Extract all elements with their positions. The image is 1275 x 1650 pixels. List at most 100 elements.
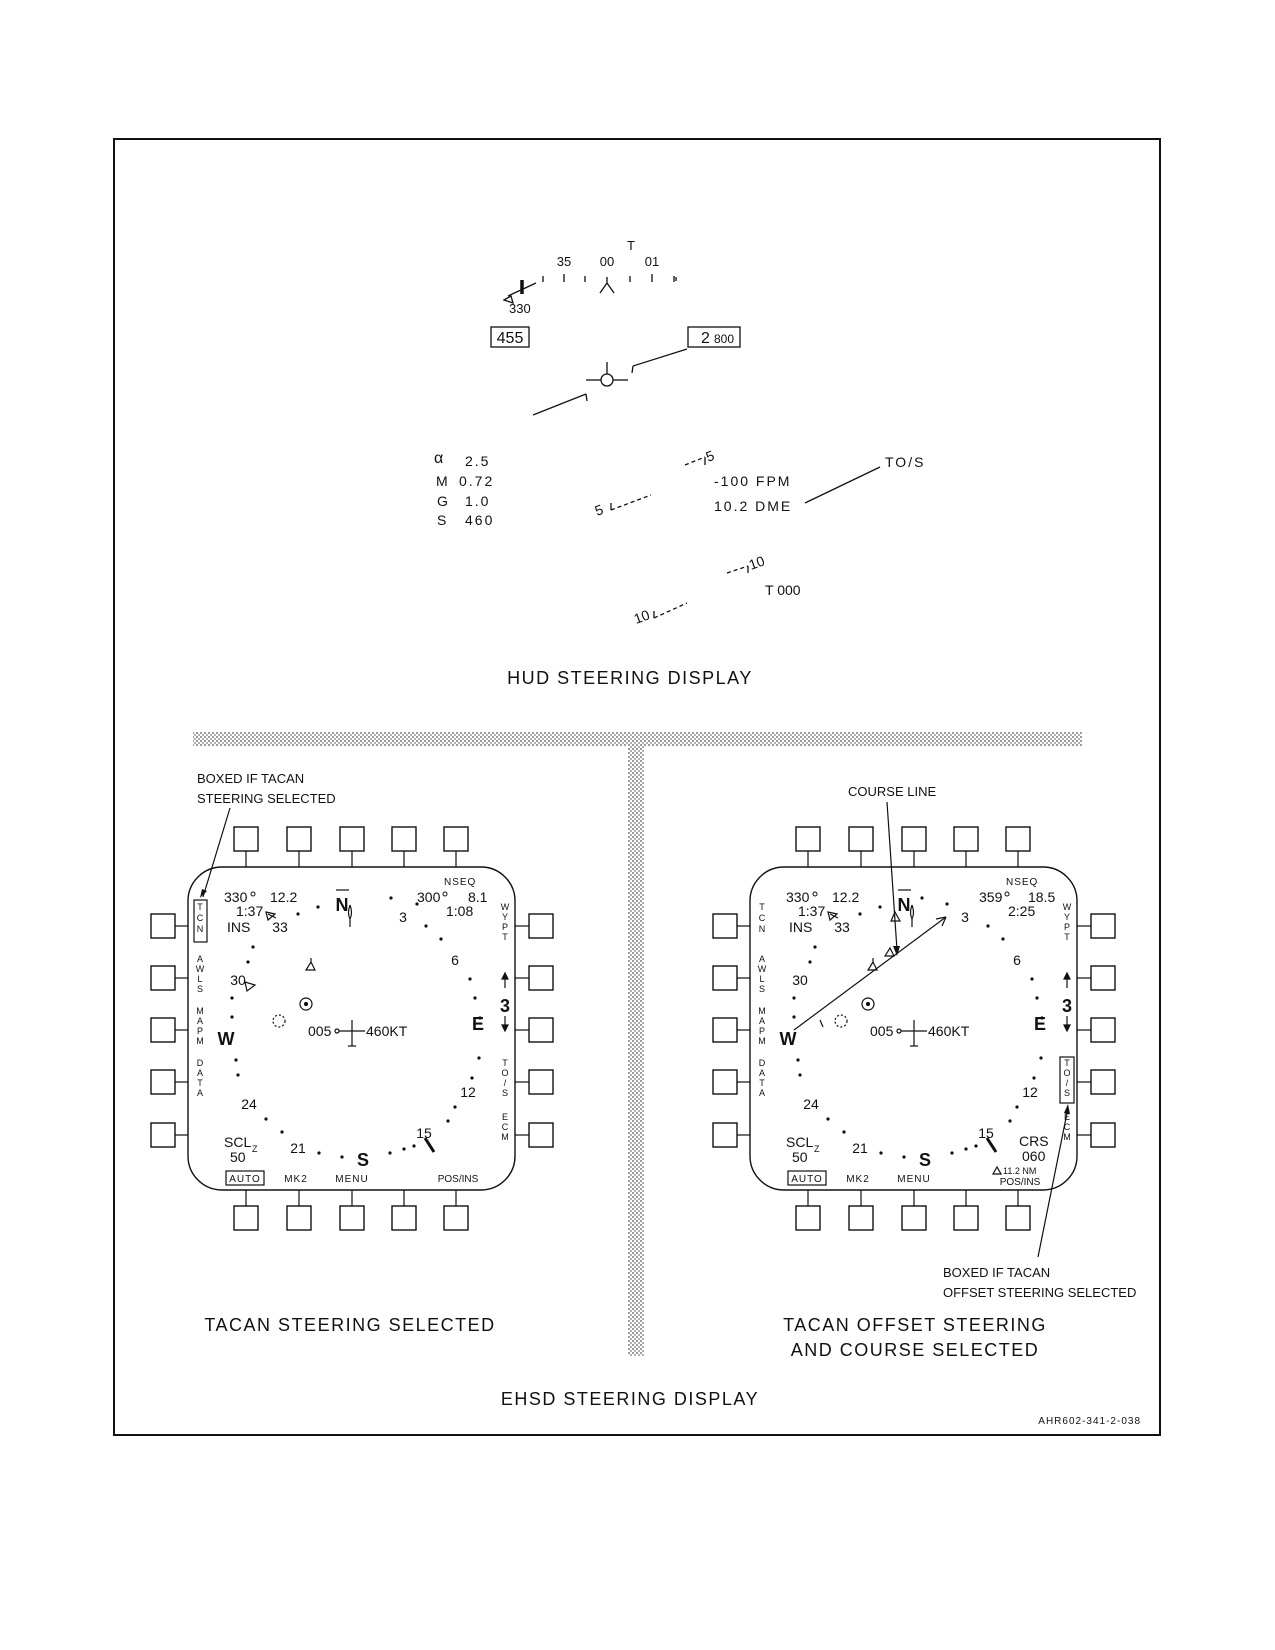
bottom-label-pos-ins[interactable]: POS/INS (438, 1174, 479, 1185)
tgt-source: INS (227, 919, 250, 935)
osb-bottom-1[interactable] (795, 1205, 821, 1231)
osb-bottom-3[interactable] (901, 1205, 927, 1231)
compass-s: S (357, 1150, 369, 1170)
crs-label: CRS (1019, 1133, 1049, 1149)
compass-21: 21 (290, 1140, 306, 1156)
osb-right-5[interactable] (528, 1122, 554, 1148)
center-speed: 460KT (366, 1023, 408, 1039)
velocity-vector-icon (586, 362, 628, 387)
markpoint-icon (272, 1014, 286, 1028)
osb-top-4[interactable] (953, 826, 979, 852)
tos-box (1059, 1056, 1075, 1104)
osb-left-5[interactable] (150, 1122, 176, 1148)
aircraft-triangle-icon (304, 958, 316, 971)
center-heading: 005 (308, 1023, 332, 1039)
separator-vertical (628, 746, 644, 1356)
osb-left-3[interactable] (150, 1017, 176, 1043)
osb-left-3[interactable] (712, 1017, 738, 1043)
osb-right-1[interactable] (528, 913, 554, 939)
osb-top-5[interactable] (443, 826, 469, 852)
osb-right-4[interactable] (528, 1069, 554, 1095)
bottom-label-menu[interactable]: MENU (335, 1174, 368, 1185)
compass-e: E (472, 1014, 484, 1034)
hud-alpha-label: α (434, 450, 443, 467)
osb-right-4[interactable] (1090, 1069, 1116, 1095)
bottom-label-mk2[interactable]: MK2 (284, 1174, 308, 1185)
osb-bottom-1[interactable] (233, 1205, 259, 1231)
heading-t-marker: T (627, 238, 635, 253)
osb-right-1[interactable] (1090, 913, 1116, 939)
wp-range: 8.1 (468, 889, 488, 905)
osb-left-2[interactable] (712, 965, 738, 991)
osb-right-5[interactable] (1090, 1122, 1116, 1148)
heading-label-00: 00 (600, 254, 614, 269)
wp-bearing: 300 (417, 889, 441, 905)
osb-top-3[interactable] (901, 826, 927, 852)
ehsd-left-bezel (187, 866, 516, 1191)
separator-horizontal (193, 732, 1082, 746)
osb-bottom-2[interactable] (286, 1205, 312, 1231)
tacan-station-icon (265, 911, 277, 922)
hud-g-value: 1.0 (465, 493, 490, 509)
bottom-label-auto[interactable]: AUTO (791, 1174, 823, 1185)
osb-right-2[interactable] (528, 965, 554, 991)
compass-6: 6 (1013, 952, 1021, 968)
osb-top-4[interactable] (391, 826, 417, 852)
osb-top-5[interactable] (1005, 826, 1031, 852)
osb-bottom-5[interactable] (443, 1205, 469, 1231)
hud-mach-value: 0.72 (459, 473, 494, 489)
osb-top-2[interactable] (286, 826, 312, 852)
osb-left-4[interactable] (712, 1069, 738, 1095)
osb-bottom-3[interactable] (339, 1205, 365, 1231)
compass-30: 30 (230, 972, 246, 988)
osb-left-4[interactable] (150, 1069, 176, 1095)
bottom-label-mk2[interactable]: MK2 (846, 1174, 870, 1185)
callout-boxed-offset-2: OFFSET STEERING SELECTED (943, 1285, 1136, 1300)
osb-bottom-5[interactable] (1005, 1205, 1031, 1231)
osb-bottom-4[interactable] (953, 1205, 979, 1231)
waypoint-number: 3 (500, 996, 510, 1016)
ehsd-left-caption: TACAN STEERING SELECTED (204, 1315, 495, 1335)
osb-top-1[interactable] (795, 826, 821, 852)
hud-data-block: α 2.5 M 0.72 G 1.0 S 460 (434, 450, 494, 528)
figure-id: AHR602-341-2-038 (1038, 1416, 1141, 1427)
osb-top-1[interactable] (233, 826, 259, 852)
offset-distance: 11.2 NM (1003, 1166, 1036, 1176)
osb-right-2[interactable] (1090, 965, 1116, 991)
course-arrow-icon (935, 916, 947, 927)
osb-left-1[interactable] (712, 913, 738, 939)
osb-right-3[interactable] (528, 1017, 554, 1043)
osb-top-3[interactable] (339, 826, 365, 852)
compass-12: 12 (1022, 1084, 1038, 1100)
compass-labels: N 3 6 E 12 15 S 21 24 W 30 33 (780, 895, 1047, 1170)
course-line (793, 916, 947, 1031)
compass-s: S (919, 1150, 931, 1170)
osb-left-2[interactable] (150, 965, 176, 991)
bottom-label-pos-ins[interactable]: POS/INS (1000, 1177, 1041, 1188)
compass-12: 12 (460, 1084, 476, 1100)
osb-right-3[interactable] (1090, 1017, 1116, 1043)
bottom-label-menu[interactable]: MENU (897, 1174, 930, 1185)
osb-left-1[interactable] (150, 913, 176, 939)
pitch-10-right: 10 (747, 552, 767, 572)
osb-top-2[interactable] (848, 826, 874, 852)
bottom-label-auto[interactable]: AUTO (229, 1174, 261, 1185)
osb-left-5[interactable] (712, 1122, 738, 1148)
osb-bottom-4[interactable] (391, 1205, 417, 1231)
osb-bottom-2[interactable] (848, 1205, 874, 1231)
wp-bearing: 359 (979, 889, 1003, 905)
